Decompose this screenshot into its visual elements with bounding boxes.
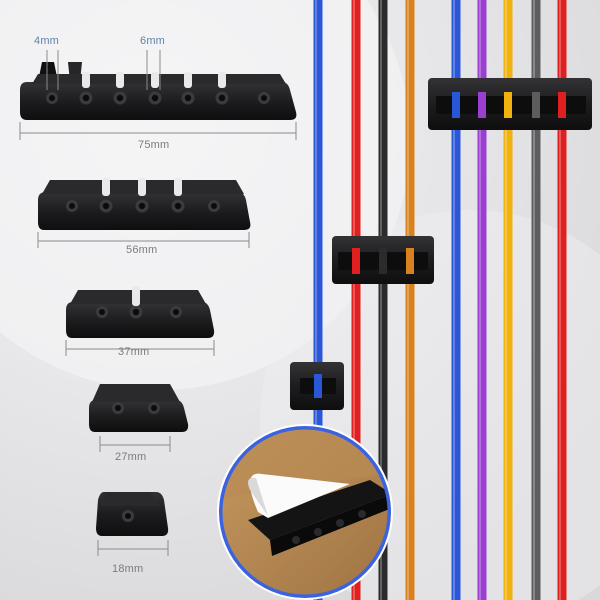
dimension-lines-56mm	[37, 232, 250, 248]
dimension-label-37mm: 37mm	[118, 346, 150, 358]
clip-18mm	[96, 492, 169, 536]
clip-56mm	[38, 178, 251, 230]
dimension-label-75mm: 75mm	[138, 139, 170, 151]
dimension-label-27mm: 27mm	[115, 451, 147, 463]
dimension-label-slot-gap: 6mm	[140, 35, 166, 47]
dimension-label-hole: 4mm	[34, 35, 60, 47]
adhesive-inset	[217, 424, 393, 600]
dimension-lines-27mm	[99, 436, 171, 452]
dimension-lines-18mm	[97, 540, 169, 556]
clip-37mm	[66, 286, 215, 338]
dimension-label-18mm: 18mm	[112, 563, 144, 575]
dimension-label-56mm: 56mm	[126, 244, 158, 256]
dimension-lines-37mm	[65, 340, 215, 356]
cables-in-clips	[314, 92, 566, 398]
clip-27mm	[89, 384, 189, 432]
clip-75mm	[20, 62, 297, 120]
dimension-lines-75mm	[19, 50, 297, 140]
